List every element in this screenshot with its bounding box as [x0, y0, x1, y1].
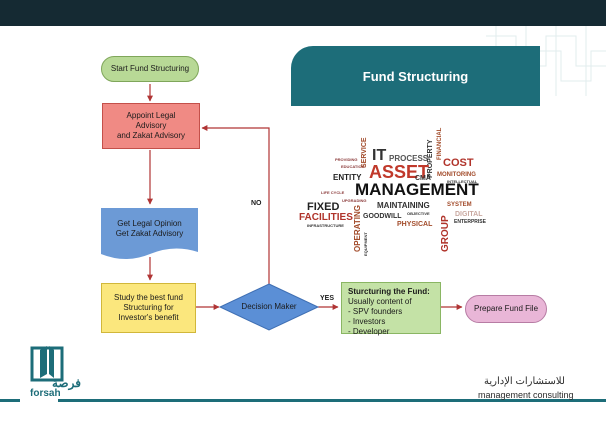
- wc-word: MONITORING: [437, 172, 476, 178]
- wc-word: PHYSICAL: [397, 221, 432, 228]
- asset-management-wordcloud: PROVIDING EDUCATION IT PROCESS SERVICE P…: [297, 120, 509, 260]
- wc-word: GOODWILL: [363, 213, 402, 220]
- wc-word: SERVICE: [361, 137, 368, 168]
- wc-word: EQUIPMENT: [364, 232, 368, 256]
- wc-word: PROVIDING: [335, 158, 357, 162]
- wc-word: SYSTEM: [447, 202, 472, 208]
- wc-word: COST: [443, 158, 474, 169]
- no-label: NO: [251, 200, 262, 207]
- wc-word: DIGITAL: [455, 211, 482, 218]
- legal-opinion-node: Get Legal Opinion Get Zakat Advisory: [101, 212, 198, 246]
- wc-word: MAINTAINING: [377, 202, 430, 210]
- logo-english-text: forsah: [30, 388, 61, 399]
- consulting-english-text: management consulting: [478, 390, 574, 400]
- wc-word: FACILITIES: [299, 213, 353, 223]
- decision-maker-label: Decision Maker: [226, 302, 312, 312]
- consulting-arabic-text: للاستشارات الإدارية: [484, 376, 565, 387]
- wc-word: UPGRADING: [342, 199, 366, 203]
- yes-label: YES: [320, 295, 334, 302]
- wc-word: GROUP: [441, 215, 451, 252]
- structuring-fund-node: Sturcturing the Fund: Usually content of…: [341, 282, 441, 334]
- wc-word: INFRASTRUCTURE: [307, 224, 344, 228]
- prepare-fund-file-node: Prepare Fund File: [465, 295, 547, 323]
- wc-word: FINANCIAL: [437, 128, 443, 160]
- footer-divider-left: [0, 399, 20, 402]
- wc-word: MANAGEMENT: [355, 181, 479, 198]
- appoint-advisory-node: Appoint Legal Advisory and Zakat Advisor…: [102, 103, 200, 149]
- study-structure-node: Study the best fund Structuring for Inve…: [101, 283, 196, 333]
- wc-word: OPERATING: [354, 205, 362, 252]
- start-node: Start Fund Structuring: [101, 56, 199, 82]
- wc-word: OBJECTIVE: [407, 212, 430, 216]
- wc-word: ENTERPRISE: [454, 220, 486, 225]
- wc-word: LIFE CYCLE: [321, 191, 344, 195]
